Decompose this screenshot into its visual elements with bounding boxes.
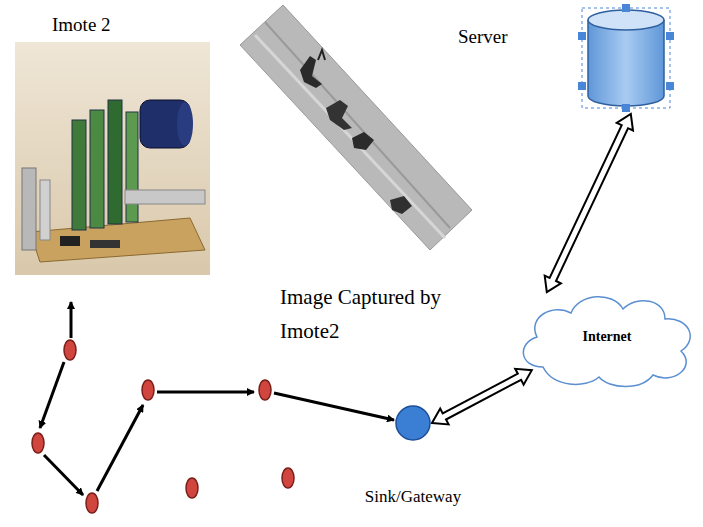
cloud-label: Internet (583, 329, 632, 345)
cloud-node: Internet (513, 287, 701, 391)
gateway-circle: Sink/Gateway (350, 403, 476, 511)
captured-image (240, 5, 472, 250)
double-arrow (545, 114, 633, 292)
gateway-circle-shape (394, 404, 432, 442)
gateway-label: Sink/Gateway (365, 487, 461, 507)
double-arrow (432, 369, 532, 425)
database-server: Server (578, 2, 674, 114)
hop-arrows (40, 302, 394, 495)
imote2-photo (15, 42, 210, 275)
caption-label: Image Captured by Imote2 (280, 280, 485, 348)
sensor-nodes (32, 340, 294, 513)
database-cylinder (578, 2, 674, 114)
server-label: Server (458, 26, 508, 48)
caption-label: Imote 2 (52, 14, 111, 36)
